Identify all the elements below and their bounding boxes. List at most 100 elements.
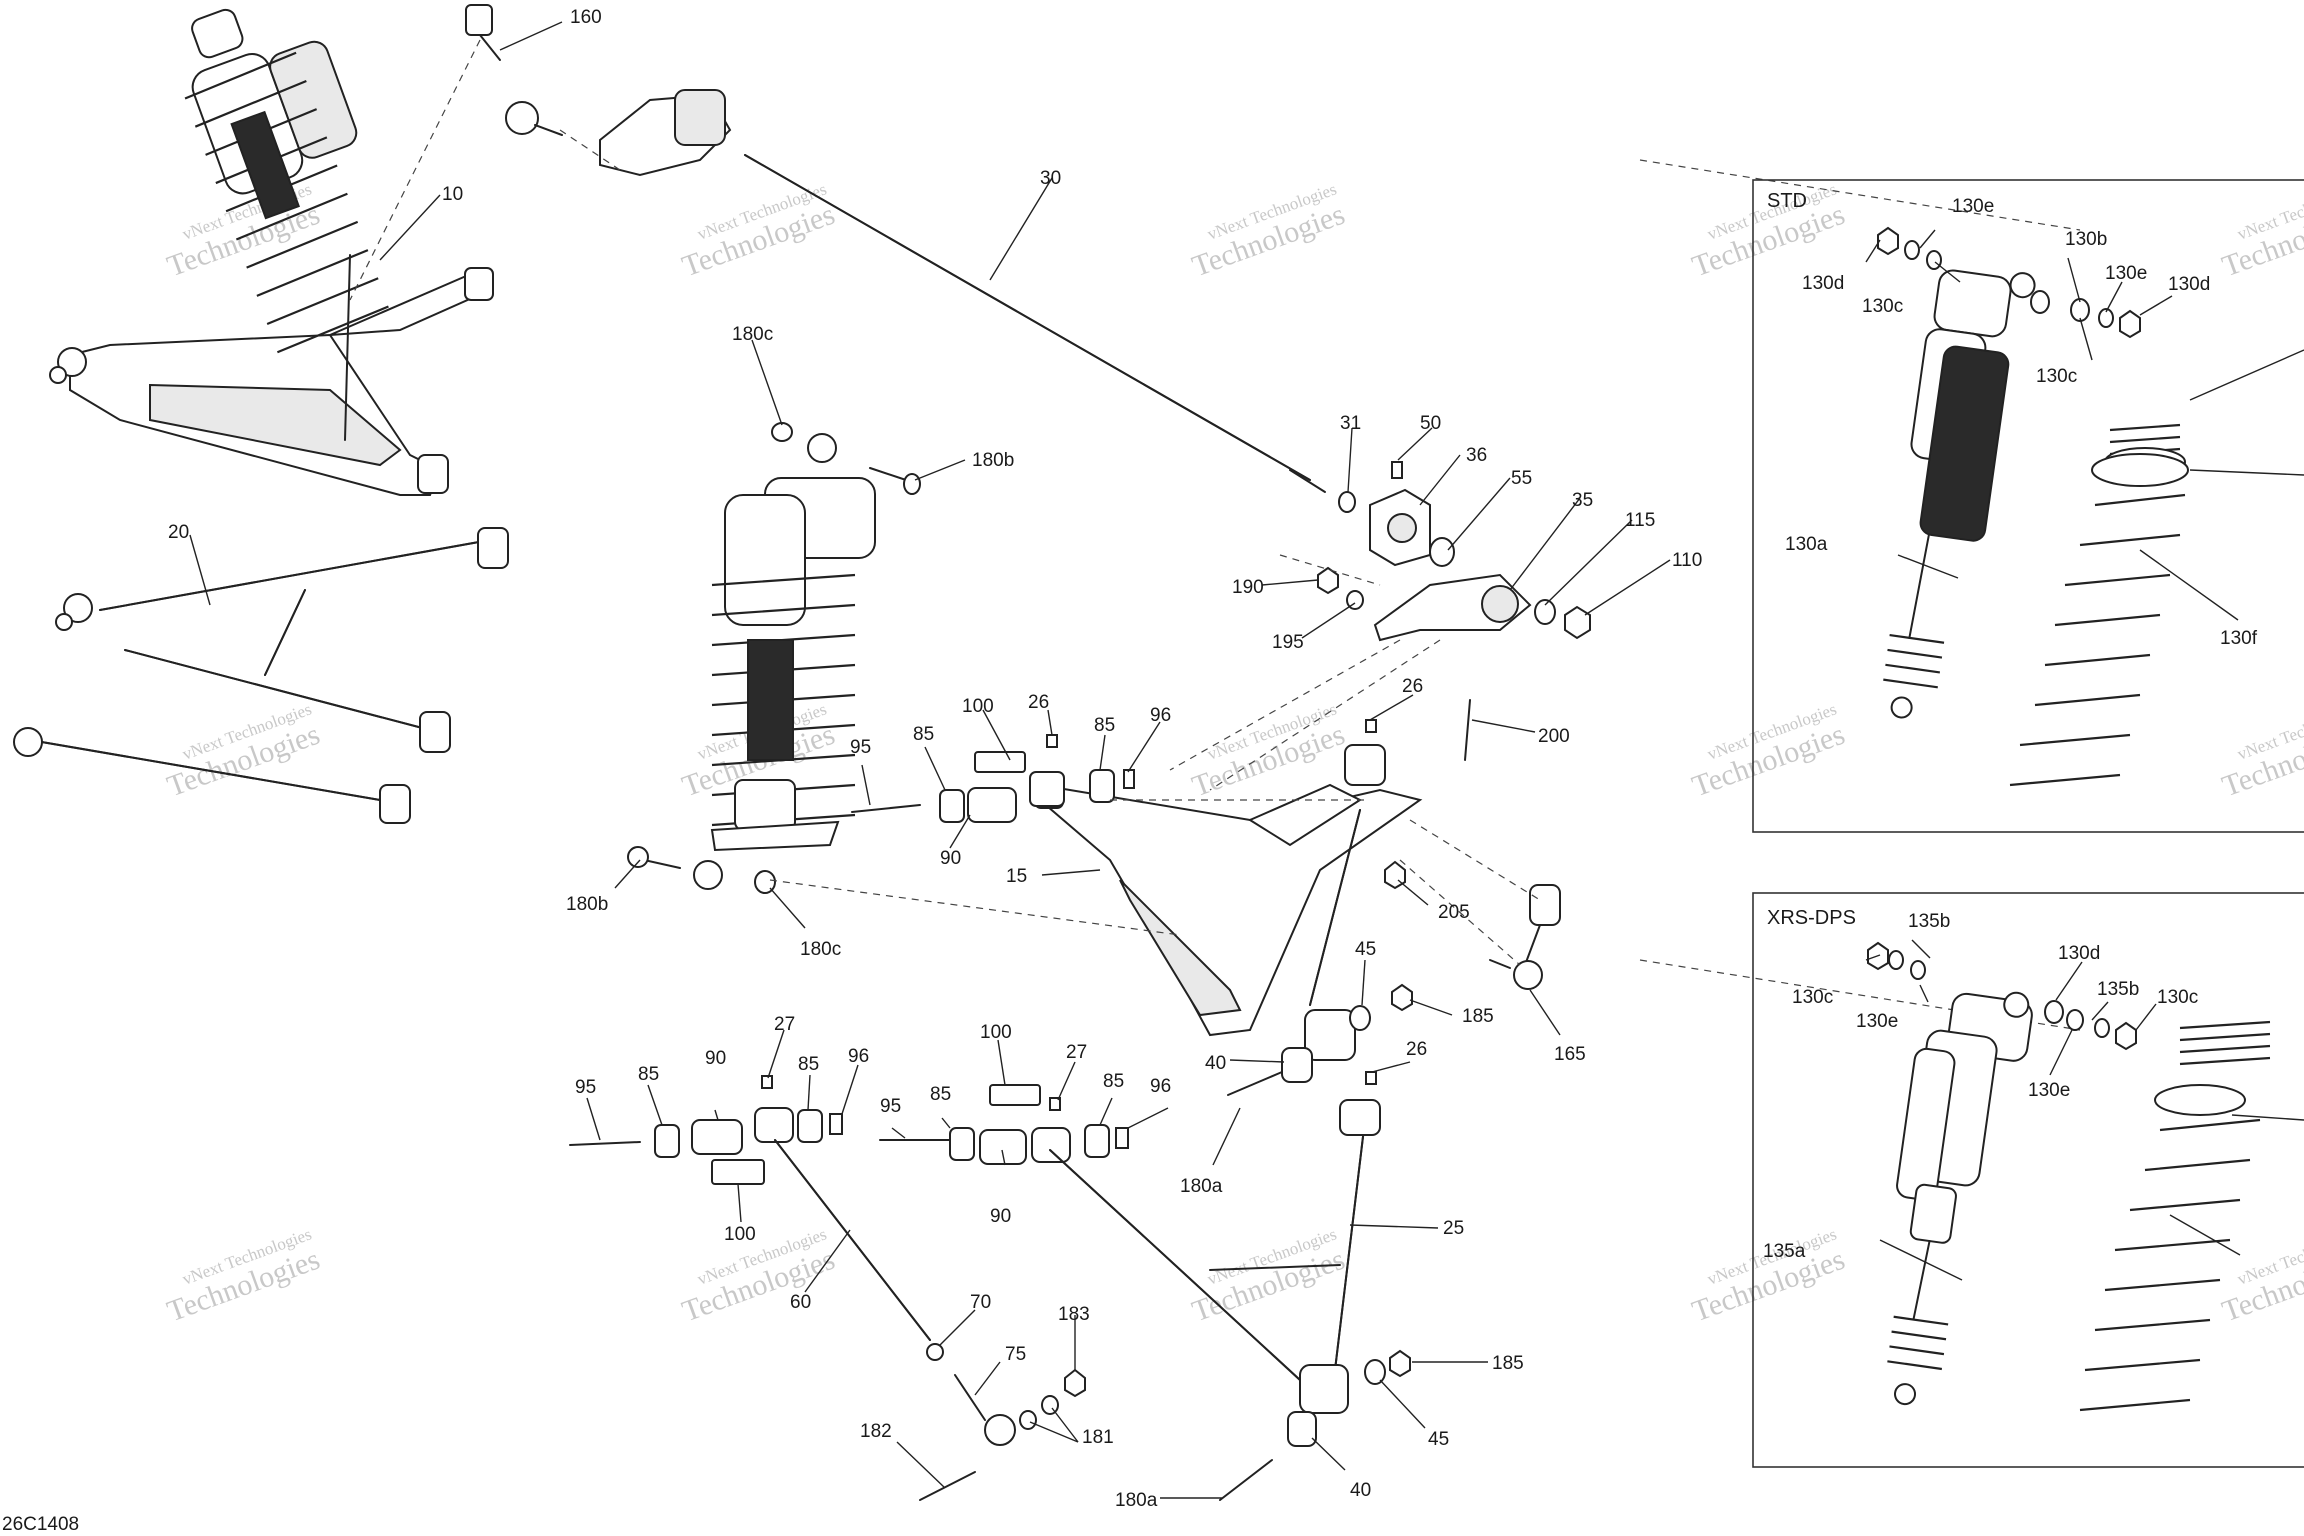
upper-arm-bushing-hardware [851, 734, 1135, 823]
assembled-lower-arm [55, 527, 509, 753]
label-165: 165 [1554, 1044, 1586, 1065]
label-40: 40 [1350, 1480, 1371, 1501]
label-185: 185 [1492, 1353, 1524, 1374]
xrs-dps-box-title: XRS-DPS [1767, 907, 1856, 929]
label-180b: 180b [566, 894, 608, 915]
label-30: 30 [1040, 168, 1061, 189]
label-100: 100 [962, 696, 994, 717]
label-183: 183 [1058, 1304, 1090, 1325]
label-55: 55 [1511, 468, 1532, 489]
label-180b: 180b [972, 450, 1014, 471]
label-130b: 130b [2065, 229, 2107, 250]
diagram-code: 26C1408 [2, 1514, 79, 1535]
label-85: 85 [913, 724, 934, 745]
label-135b: 135b [2097, 979, 2139, 1000]
label-95: 95 [575, 1077, 596, 1098]
label-70: 70 [970, 1292, 991, 1313]
label-185: 185 [1462, 1006, 1494, 1027]
label-85: 85 [1094, 715, 1115, 736]
label-160: 160 [570, 7, 602, 28]
assembled-tie-rod [13, 727, 411, 824]
label-130c: 130c [2157, 987, 2198, 1008]
label-180a: 180a [1115, 1490, 1158, 1511]
label-130e: 130e [2105, 263, 2147, 284]
label-75: 75 [1005, 1344, 1026, 1365]
label-190: 190 [1232, 577, 1264, 598]
label-26: 26 [1028, 692, 1049, 713]
label-10: 10 [442, 184, 463, 205]
label-96: 96 [848, 1046, 869, 1067]
label-26: 26 [1406, 1039, 1427, 1060]
label-60: 60 [790, 1292, 811, 1313]
label-85: 85 [798, 1054, 819, 1075]
label-15: 15 [1006, 866, 1027, 887]
label-27: 27 [774, 1014, 795, 1035]
label-96: 96 [1150, 1076, 1171, 1097]
assembled-upper-arm-with-shock [49, 8, 494, 496]
watermark: vNext Technologies Technologies [1188, 1224, 1349, 1328]
part-labels: 160 10 30 20 180c 180b 31 50 36 55 35 11… [2, 7, 2258, 1535]
label-36: 36 [1466, 445, 1487, 466]
watermark: vNext Technologies Technologies [163, 179, 324, 283]
leader-lines [189, 21, 1671, 1499]
label-130e: 130e [1856, 1011, 1898, 1032]
label-180c: 180c [732, 324, 773, 345]
watermark: vNext Technologies Technologies [1688, 179, 1849, 283]
label-130c: 130c [2036, 366, 2077, 387]
label-25: 25 [1443, 1218, 1464, 1239]
label-182: 182 [860, 1421, 892, 1442]
watermark: vNext Technologies Technologies [1688, 699, 1849, 803]
label-45: 45 [1355, 939, 1376, 960]
label-85: 85 [930, 1084, 951, 1105]
label-90: 90 [940, 848, 961, 869]
label-95: 95 [880, 1096, 901, 1117]
label-181: 181 [1082, 1427, 1114, 1448]
xrs-dps-shock-box: XRS-DPS [1752, 892, 2304, 1468]
std-box-title: STD [1767, 190, 1807, 212]
label-85: 85 [1103, 1071, 1124, 1092]
steering-shaft-parts [465, 4, 1591, 642]
label-135a: 135a [1763, 1241, 1806, 1262]
label-45: 45 [1428, 1429, 1449, 1450]
label-130c: 130c [1792, 987, 1833, 1008]
label-100: 100 [724, 1224, 756, 1245]
label-95: 95 [850, 737, 871, 758]
std-shock-box: STD [1752, 179, 2304, 833]
watermark: vNext Technologies Technologies [163, 699, 324, 803]
label-130e: 130e [1952, 196, 1994, 217]
label-35: 35 [1572, 490, 1593, 511]
label-130d: 130d [2168, 274, 2210, 295]
watermark: vNext Technologies Technologies [1688, 1224, 1849, 1328]
label-110: 110 [1672, 550, 1702, 571]
label-180a: 180a [1180, 1176, 1223, 1197]
label-96: 96 [1150, 705, 1171, 726]
label-115: 115 [1625, 510, 1655, 531]
label-90: 90 [990, 1206, 1011, 1227]
label-135b: 135b [1908, 911, 1950, 932]
label-85: 85 [638, 1064, 659, 1085]
label-130e: 130e [2028, 1080, 2070, 1101]
label-130a: 130a [1785, 534, 1828, 555]
label-130c: 130c [1862, 296, 1903, 317]
label-20: 20 [168, 522, 189, 543]
upper-a-arm-parts [1034, 699, 1561, 1096]
label-130d: 130d [1802, 273, 1844, 294]
alignment-dashed-lines [349, 39, 2081, 1031]
label-26: 26 [1402, 676, 1423, 697]
label-130d: 130d [2058, 943, 2100, 964]
label-130f: 130f [2220, 628, 2258, 649]
center-shock-absorber [627, 422, 921, 894]
label-40: 40 [1205, 1053, 1226, 1074]
label-31: 31 [1340, 413, 1361, 434]
label-195: 195 [1272, 632, 1304, 653]
label-180c: 180c [800, 939, 841, 960]
label-205: 205 [1438, 902, 1470, 923]
watermark: vNext Technologies Technologies [2218, 699, 2304, 803]
label-90: 90 [705, 1048, 726, 1069]
watermark: vNext Technologies Technologies [1188, 179, 1349, 283]
watermark: vNext Technologies Technologies [163, 1224, 324, 1328]
label-27: 27 [1066, 1042, 1087, 1063]
label-200: 200 [1538, 726, 1570, 747]
label-50: 50 [1420, 413, 1441, 434]
